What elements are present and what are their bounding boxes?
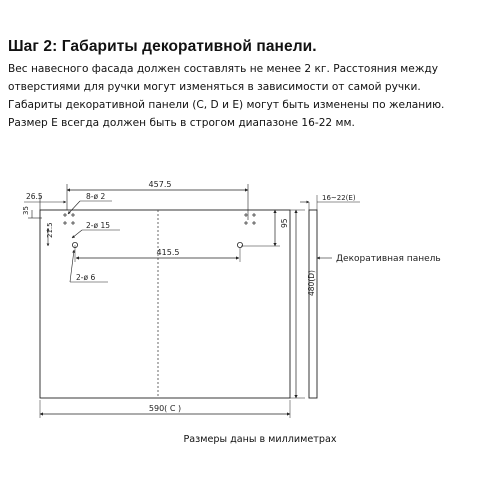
dimension-415-5-label: 415.5 — [157, 248, 180, 257]
panel-callout: Декоративная панель — [316, 254, 441, 264]
hole-cluster-right — [244, 213, 256, 225]
dimension-height-d-label: 480(D) — [307, 270, 316, 296]
dimension-35: 35 — [22, 206, 42, 219]
dimension-35-label: 35 — [22, 206, 30, 215]
instructions-line-1: Вес навесного фасада должен составлять н… — [8, 63, 438, 75]
dimension-415-5: 415.5 — [75, 248, 240, 260]
instructions-line-4: Размер E всегда должен быть в строгом ди… — [8, 117, 355, 129]
dimension-457-5-label: 457.5 — [149, 180, 172, 189]
page-title: Шаг 2: Габариты декоративной панели. — [8, 38, 317, 55]
dimension-21-5: 21.5 — [46, 222, 54, 247]
panel-outline — [39, 209, 291, 399]
hole-cluster-left — [63, 213, 75, 225]
dimension-26-5-label: 26.5 — [26, 192, 43, 201]
dimension-95: 95 — [241, 209, 289, 247]
units-caption: Размеры даны в миллиметрах — [183, 434, 337, 445]
dimension-handle-holes-label: 2-ø 6 — [76, 273, 95, 282]
dimension-8-holes: 8-ø 2 — [67, 192, 112, 215]
instructions-line-3: Габариты декоративной панели (C, D и E) … — [8, 99, 445, 111]
dimension-457-5: 457.5 — [66, 180, 249, 220]
dimension-2-holes-15-label: 2-ø 15 — [86, 221, 110, 230]
dimension-2-holes-15: 2-ø 15 — [71, 221, 120, 239]
dimension-width-c: 590( C ) — [39, 400, 291, 418]
panel-callout-label: Декоративная панель — [336, 254, 441, 264]
dimension-handle-holes: 2-ø 6 — [69, 249, 108, 283]
dimension-height-d: 480(D) — [290, 209, 316, 399]
dimension-8-holes-label: 8-ø 2 — [86, 192, 105, 201]
handle-hole-right — [236, 241, 243, 248]
dimension-thickness-e-label: 16~22(E) — [322, 194, 356, 202]
side-panel-outline — [308, 209, 318, 399]
instructions-line-2: отверстиями для ручки могут изменяться в… — [8, 81, 421, 93]
dimension-26-5: 26.5 — [24, 192, 67, 210]
instructions-paragraph: Вес навесного фасада должен составлять н… — [8, 60, 474, 132]
panel-dimension-drawing: 457.5 26.5 8-ø 2 35 2-ø 15 21.5 — [22, 180, 441, 418]
dimension-95-label: 95 — [280, 218, 289, 228]
dimension-thickness-e: 16~22(E) — [300, 194, 360, 210]
dimension-width-c-label: 590( C ) — [149, 404, 181, 413]
dimension-21-5-label: 21.5 — [46, 222, 54, 238]
